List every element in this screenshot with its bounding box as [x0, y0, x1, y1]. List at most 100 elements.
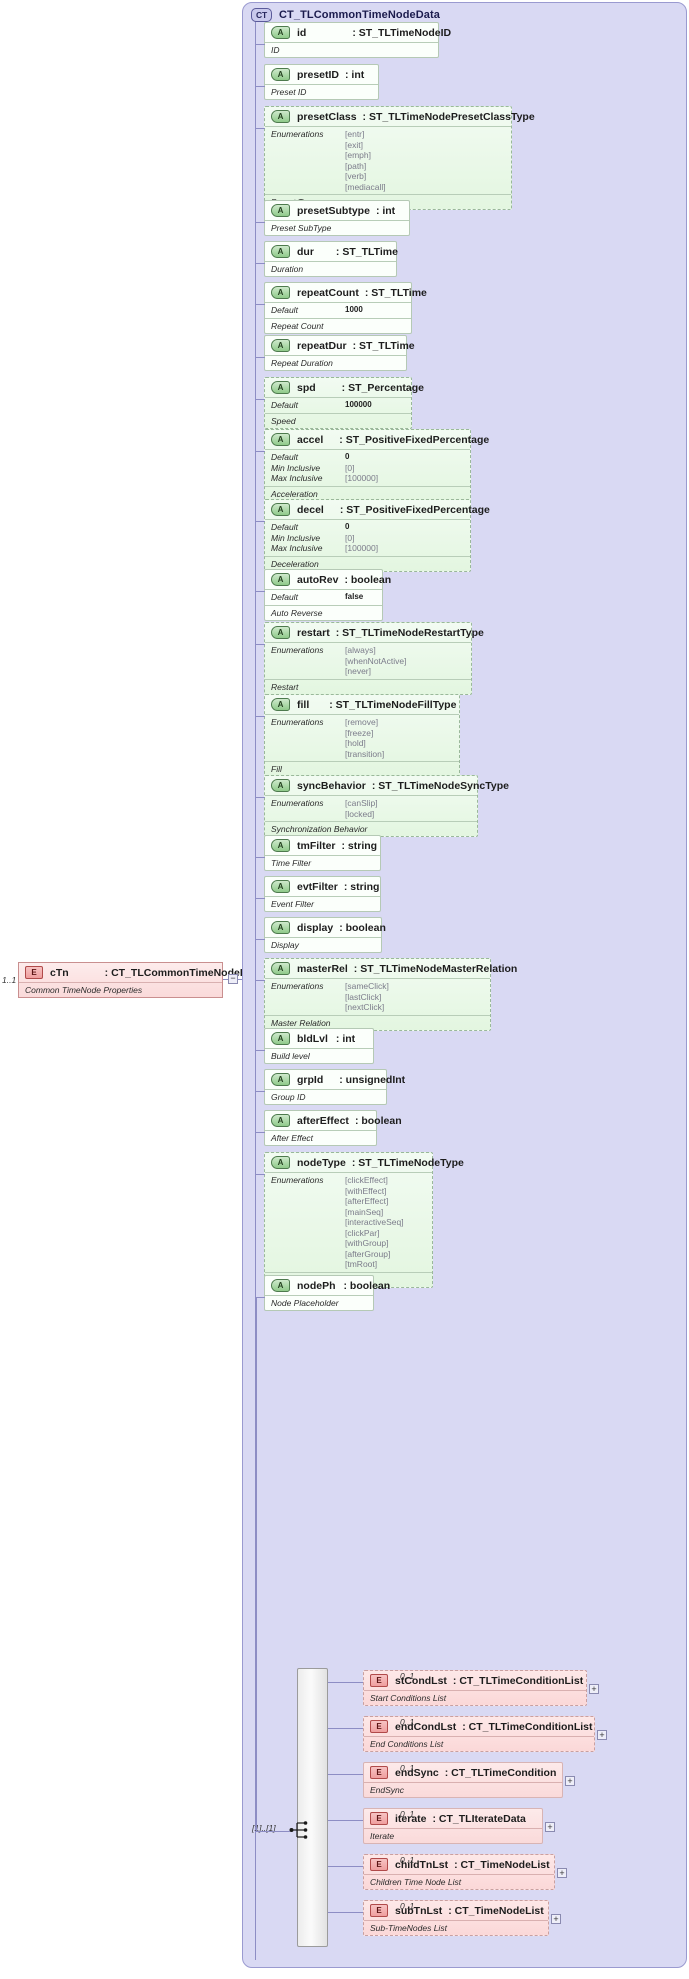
attribute-connector-line	[256, 357, 265, 358]
element-badge-icon: E	[25, 966, 43, 979]
element-badge-icon: E	[370, 1858, 388, 1871]
attribute-documentation: Time Filter	[271, 858, 312, 868]
attribute-name: spd	[297, 381, 316, 394]
facet-value: [path]	[345, 160, 367, 171]
element-name: endCondLst	[395, 1720, 457, 1733]
attribute-facets: Enumerations[always][whenNotActive][neve…	[265, 643, 471, 680]
facet-label: Max Inclusive	[271, 543, 323, 553]
attribute-documentation: Speed	[271, 415, 296, 426]
facet-value: [100000]	[345, 473, 379, 483]
attribute-connector-line	[256, 521, 265, 522]
attribute-connector-line	[256, 591, 265, 592]
element-badge-icon: E	[370, 1904, 388, 1917]
attribute-name: bldLvl	[297, 1032, 328, 1045]
attribute-spine-line	[255, 22, 256, 1960]
attribute-connector-line	[256, 1050, 265, 1051]
attribute-documentation: Event Filter	[271, 899, 314, 909]
attribute-name: display	[297, 921, 334, 934]
attribute-type: : ST_TLTime	[364, 286, 427, 299]
facet-value: [afterEffect]	[345, 1196, 389, 1206]
facet-value: [withEffect]	[345, 1185, 387, 1196]
facet-value: [transition]	[345, 748, 385, 759]
attribute-name: accel	[297, 433, 324, 446]
complex-type-header: CT CT_TLCommonTimeNodeData	[251, 7, 440, 23]
collapse-toggle[interactable]: −	[228, 974, 238, 984]
expand-icon[interactable]: +	[597, 1730, 607, 1740]
facet-value: [tmRoot]	[345, 1259, 378, 1269]
facet-value: [never]	[345, 666, 371, 676]
expand-icon[interactable]: +	[545, 1822, 555, 1832]
complex-type-badge-icon: CT	[251, 8, 272, 22]
element-documentation: EndSync	[370, 1785, 405, 1795]
element-name: subTnLst	[395, 1904, 443, 1917]
attribute-badge-icon: A	[271, 286, 290, 299]
attribute-badge-icon: A	[271, 1032, 290, 1045]
attribute-connector-line	[256, 716, 265, 717]
attribute-type: : ST_Percentage	[341, 381, 424, 394]
attribute-documentation: Deceleration	[271, 558, 319, 569]
facet-value: 1000	[345, 305, 363, 314]
attribute-badge-icon: A	[271, 839, 290, 852]
facet-value: [hold]	[345, 738, 366, 748]
attribute-documentation: ID	[271, 45, 280, 55]
attribute-badge-icon: A	[271, 204, 290, 217]
element-connector-line	[328, 1866, 363, 1867]
root-element-cTn[interactable]: E cTn : CT_TLCommonTimeNodeData Common T…	[18, 962, 263, 998]
expand-icon[interactable]: +	[589, 1684, 599, 1694]
facet-label: Enumerations	[271, 981, 324, 991]
element-cardinality: 0..1	[400, 1671, 415, 1681]
facet-value: [locked]	[345, 808, 375, 819]
facet-label: Default	[271, 305, 298, 315]
attribute-badge-icon: A	[271, 573, 290, 586]
root-element-name: cTn	[50, 966, 69, 979]
facet-label: Enumerations	[271, 1175, 324, 1185]
expand-icon[interactable]: +	[557, 1868, 567, 1878]
expand-icon[interactable]: +	[551, 1914, 561, 1924]
attribute-type: : ST_TLTimeNodeSyncType	[371, 779, 509, 792]
attribute-badge-icon: A	[271, 1279, 290, 1292]
root-element-type: : CT_TLCommonTimeNodeData	[104, 966, 263, 979]
facet-value: [interactiveSeq]	[345, 1217, 404, 1227]
attribute-name: restart	[297, 626, 330, 639]
attribute-connector-line	[256, 451, 265, 452]
attribute-name: grpId	[297, 1073, 324, 1086]
expand-icon[interactable]: +	[565, 1776, 575, 1786]
attribute-type: : int	[375, 204, 396, 217]
element-cardinality: 0..1	[400, 1717, 415, 1727]
attribute-name: presetClass	[297, 110, 357, 123]
facet-value: [nextClick]	[345, 1002, 385, 1012]
attribute-badge-icon: A	[271, 962, 290, 975]
attribute-documentation: Display	[271, 940, 299, 950]
